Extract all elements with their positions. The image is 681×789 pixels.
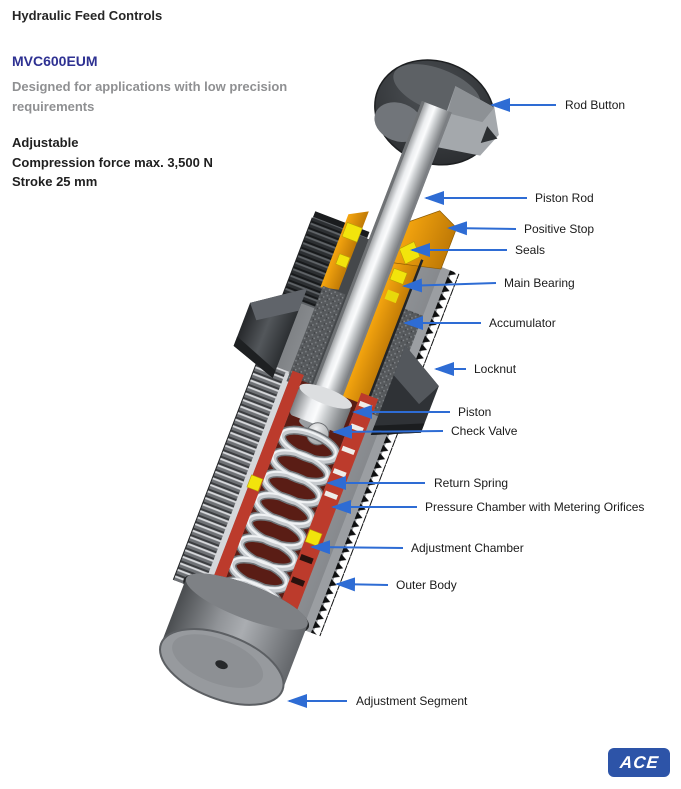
callout-label: Main Bearing xyxy=(504,276,575,290)
callout-label: Accumulator xyxy=(489,316,556,330)
callout-accumulator: Accumulator xyxy=(403,316,556,330)
callout-label: Piston xyxy=(458,405,491,419)
callout-label: Positive Stop xyxy=(524,222,594,236)
callout-main-bearing: Main Bearing xyxy=(402,276,575,293)
main-bearing-shape xyxy=(338,250,423,415)
spec-stroke: Stroke 25 mm xyxy=(12,174,98,189)
callout-seals: Seals xyxy=(410,243,545,257)
ace-logo: ACE xyxy=(608,748,670,777)
callout-label: Adjustment Chamber xyxy=(411,541,524,555)
callout-label: Seals xyxy=(515,243,545,257)
product-model: MVC600EUM xyxy=(12,53,98,69)
callout-label: Piston Rod xyxy=(535,191,594,205)
accumulator-shape xyxy=(364,308,424,419)
product-specs: Adjustable Compression force max. 3,500 … xyxy=(12,133,213,192)
callout-outer-body: Outer Body xyxy=(335,577,457,592)
callout-adjustment-chamber: Adjustment Chamber xyxy=(310,540,524,555)
cutaway-left-layers xyxy=(286,211,370,391)
callout-label: Pressure Chamber with Metering Orifices xyxy=(425,500,644,514)
spec-compression-force: Compression force max. 3,500 N xyxy=(12,154,213,170)
ace-logo-text: ACE xyxy=(618,752,660,772)
cut-edge-highlight xyxy=(201,372,292,593)
callout-label: Check Valve xyxy=(451,424,518,438)
callout-label: Rod Button xyxy=(565,98,625,112)
spec-adjustable: Adjustable xyxy=(12,135,79,150)
callout-pressure-chamber: Pressure Chamber with Metering Orifices xyxy=(331,500,644,514)
seal-shape xyxy=(384,289,400,304)
callout-locknut: Locknut xyxy=(434,362,517,376)
callout-label: Outer Body xyxy=(396,578,457,592)
adjustment-segment-shape xyxy=(159,573,310,706)
callout-check-valve: Check Valve xyxy=(332,424,518,439)
callout-rod-button: Rod Button xyxy=(490,98,625,112)
piston-rod-shape xyxy=(299,101,452,434)
shock-absorber-illustration xyxy=(159,59,499,706)
callout-piston: Piston xyxy=(352,405,491,419)
page-title: Hydraulic Feed Controls xyxy=(12,8,163,23)
callout-label: Return Spring xyxy=(434,476,508,490)
callout-piston-rod: Piston Rod xyxy=(424,191,594,205)
lower-thread-texture xyxy=(173,359,290,592)
callout-label: Adjustment Segment xyxy=(356,694,468,708)
callout-label: Locknut xyxy=(474,362,517,376)
callouts: Rod Button Piston Rod Positive Stop Seal… xyxy=(287,98,644,708)
product-description: Designed for applications with low preci… xyxy=(12,79,288,114)
callout-adjustment-segment: Adjustment Segment xyxy=(287,694,468,708)
pressure-chamber-walls xyxy=(206,370,379,626)
callout-return-spring: Return Spring xyxy=(326,476,508,490)
callout-positive-stop: Positive Stop xyxy=(447,221,594,236)
